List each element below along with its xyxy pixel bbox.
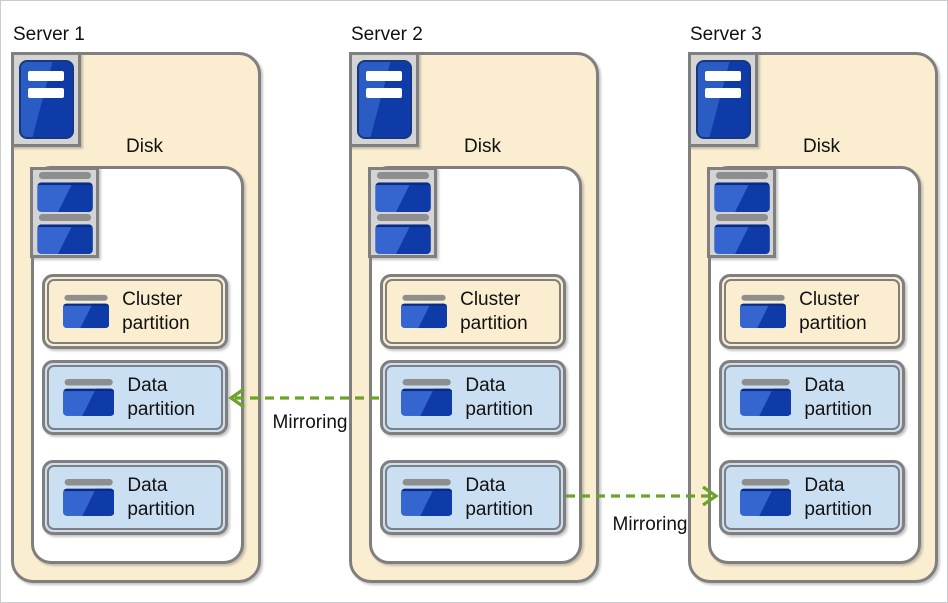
partition-label: Data partition: [465, 474, 533, 520]
server-2-title: Server 2: [351, 24, 423, 45]
drive-icon: [375, 214, 431, 254]
cluster-partition: Cluster partition: [380, 274, 566, 349]
partition-icon: [740, 475, 791, 520]
drive-icon: [37, 172, 93, 212]
partition-label: Cluster partition: [799, 288, 867, 334]
data-partition: Data partition: [42, 460, 228, 535]
data-partition: Data partition: [719, 360, 905, 435]
partition-label: Data partition: [804, 474, 872, 520]
server-1-box: Server 1 Disk Cluster partition Data par…: [11, 24, 261, 583]
partition-icon: [63, 475, 114, 520]
server-1-title: Server 1: [13, 24, 85, 45]
mirroring-arrow-right-icon: [566, 485, 719, 507]
server-3-box: Server 3 Disk Cluster partition Data par…: [688, 24, 938, 583]
disk-icon: [707, 167, 776, 258]
server-icon: [11, 52, 81, 147]
drive-icon: [714, 172, 770, 212]
partition-label: Cluster partition: [122, 288, 190, 334]
disk-label: Disk: [126, 136, 163, 157]
partition-icon: [740, 375, 791, 420]
drive-icon: [37, 214, 93, 254]
server-icon: [688, 52, 758, 147]
data-partition: Data partition: [380, 460, 566, 535]
disk-icon: [30, 167, 99, 258]
data-partition: Data partition: [380, 360, 566, 435]
partition-label: Data partition: [804, 374, 872, 420]
partition-label: Cluster partition: [460, 288, 528, 334]
drive-icon: [375, 172, 431, 212]
partition-icon: [401, 475, 452, 520]
partition-icon: [63, 289, 109, 334]
drive-icon: [714, 214, 770, 254]
server-3-title: Server 3: [690, 24, 762, 45]
server-tower-icon: [19, 60, 74, 139]
server-tower-icon: [696, 60, 751, 139]
disk-label: Disk: [464, 136, 501, 157]
data-partition: Data partition: [42, 360, 228, 435]
server-icon: [349, 52, 419, 147]
mirroring-label: Mirroring: [612, 514, 688, 535]
partition-label: Data partition: [127, 374, 195, 420]
data-partition: Data partition: [719, 460, 905, 535]
mirroring-arrow-left-icon: [228, 387, 379, 409]
disk-label: Disk: [803, 136, 840, 157]
partition-label: Data partition: [465, 374, 533, 420]
mirroring-label: Mirroring: [272, 412, 348, 433]
partition-icon: [401, 375, 452, 420]
cluster-partition: Cluster partition: [719, 274, 905, 349]
server-tower-icon: [357, 60, 412, 139]
partition-label: Data partition: [127, 474, 195, 520]
partition-icon: [740, 289, 786, 334]
disk-icon: [368, 167, 437, 258]
partition-icon: [63, 375, 114, 420]
partition-icon: [401, 289, 447, 334]
cluster-partition: Cluster partition: [42, 274, 228, 349]
server-2-box: Server 2 Disk Cluster partition Data par…: [349, 24, 599, 583]
